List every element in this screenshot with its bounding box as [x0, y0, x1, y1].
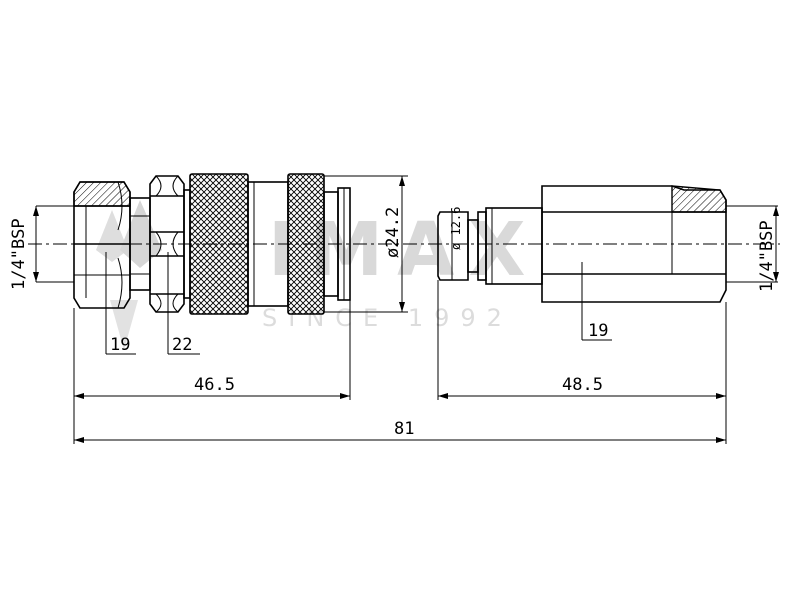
diameter-outer-label: ø24.2 [383, 207, 403, 258]
length-nipple-label: 48.5 [562, 375, 603, 395]
dim-length-coupler: 46.5 [73, 300, 351, 444]
hex-right-label: 19 [588, 321, 608, 341]
hex-nut-22 [149, 175, 185, 313]
dim-diameter-outer: ø24.2 [324, 175, 408, 313]
dim-hex-19-right: 19 [581, 262, 612, 341]
knurled-sleeve-2 [287, 173, 325, 315]
hex-nut-19-left [73, 181, 131, 309]
thread-left-label: 1/4"BSP [9, 218, 29, 290]
coupler-front [323, 187, 351, 301]
coupler-body [73, 173, 351, 315]
hex-body-19-right [541, 185, 727, 303]
knurled-sleeve-1 [189, 173, 249, 315]
hex-left-1-label: 19 [110, 335, 130, 355]
dim-hex-22: 22 [167, 252, 200, 355]
nipple-tip [437, 207, 543, 285]
nipple-body [437, 185, 727, 303]
dim-length-nipple: 48.5 [437, 280, 727, 444]
length-total-label: 81 [394, 419, 414, 439]
dim-length-total: 81 [74, 419, 726, 443]
dim-hex-19-left: 19 [105, 252, 136, 355]
thread-right-label: 1/4"BSP [757, 220, 777, 292]
length-coupler-label: 46.5 [194, 375, 235, 395]
dim-thread-left: 1/4"BSP [9, 205, 74, 290]
diameter-nipple-label: ø 12.6 [449, 207, 463, 250]
dim-thread-right: 1/4"BSP [726, 205, 779, 292]
hex-left-2-label: 22 [172, 335, 192, 355]
